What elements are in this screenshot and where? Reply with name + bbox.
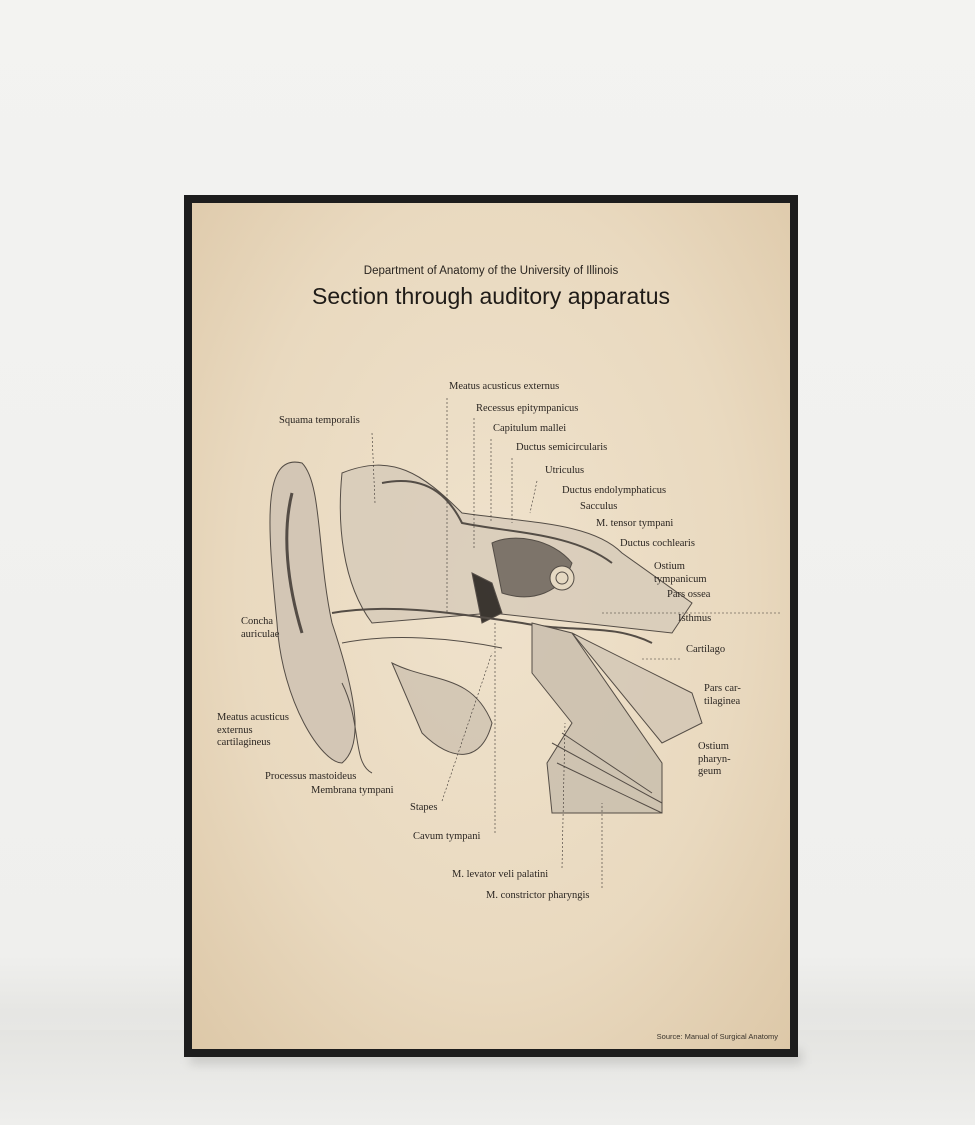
label-line: pharyn- (698, 753, 731, 765)
label-m-tensor-tympani: M. tensor tympani (596, 518, 674, 529)
label-processus-mastoideus: Processus mastoideus (265, 771, 357, 782)
label-line: Ostium (698, 741, 729, 752)
label-line: geum (698, 766, 722, 777)
label-line: Ostium (654, 561, 685, 572)
label-membrana-tympani: Membrana tympani (311, 785, 394, 796)
label-line: tilaginea (704, 695, 741, 707)
label-line: Concha (241, 616, 274, 627)
label-isthmus: Isthmus (678, 613, 712, 624)
label-cavum-tympani: Cavum tympani (413, 831, 481, 842)
label-cartilago: Cartilago (686, 644, 726, 655)
source-credit: Source: Manual of Surgical Anatomy (656, 1032, 778, 1041)
poster: Department of Anatomy of the University … (192, 203, 790, 1049)
label-ductus-endolymphaticus: Ductus endolymphaticus (562, 485, 667, 496)
label-m-levator-veli-palatini: M. levator veli palatini (452, 869, 549, 880)
label-line: auriculae (241, 628, 280, 640)
label-ductus-semicircularis: Ductus semicircularis (516, 442, 608, 453)
label-squama-temporalis: Squama temporalis (279, 415, 360, 426)
label-ostium-pharyngeum: Ostium pharyn- geum (698, 741, 731, 779)
label-sacculus: Sacculus (580, 501, 618, 512)
label-line: cartilagineus (217, 737, 271, 748)
label-utriculus: Utriculus (545, 465, 585, 476)
poster-subtitle: Department of Anatomy of the University … (363, 265, 619, 277)
label-meatus-acusticus-externus: Meatus acusticus externus (449, 381, 560, 392)
label-line: tympanicum (654, 573, 707, 585)
label-stapes: Stapes (410, 802, 438, 813)
label-recessus-epitympanicus: Recessus epitympanicus (476, 403, 579, 414)
label-concha-auriculae: Concha auriculae (241, 616, 279, 641)
label-ostium-tympanicum: Ostium tympanicum (654, 561, 707, 586)
label-ductus-cochlearis: Ductus cochlearis (620, 538, 695, 549)
poster-frame: Department of Anatomy of the University … (184, 195, 798, 1057)
label-line: Pars car- (704, 683, 741, 694)
label-m-constrictor-pharyngis: M. constrictor pharyngis (486, 890, 590, 901)
label-capitulum-mallei: Capitulum mallei (493, 423, 567, 434)
poster-title: Section through auditory apparatus (311, 283, 671, 309)
label-meatus-acusticus-externus-cartilagineus: Meatus acusticus externus cartilagineus (217, 712, 289, 750)
label-pars-cartilaginea: Pars car- tilaginea (704, 683, 741, 708)
label-line: externus (217, 724, 253, 736)
label-pars-ossea: Pars ossea (667, 589, 711, 600)
ear-anatomy-illustration (269, 398, 782, 888)
label-line: Meatus acusticus (217, 712, 290, 723)
